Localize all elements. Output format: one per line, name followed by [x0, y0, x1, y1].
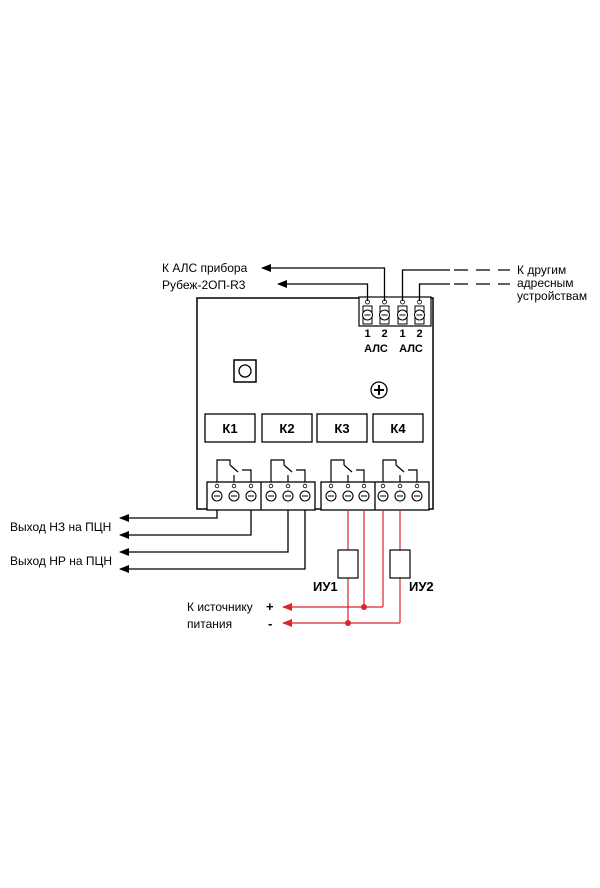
terminal-screw-icon — [394, 483, 406, 502]
terminal-screw-icon — [245, 483, 257, 502]
terminal-screw-icon — [265, 483, 277, 502]
als-in-label: АЛС — [364, 343, 388, 355]
terminal-screws — [211, 483, 423, 502]
als-wires-to-panel — [261, 264, 386, 301]
output-no-label: Выход НР на ПЦН — [10, 554, 112, 568]
power-label-line1: К источнику — [187, 600, 253, 614]
module-board — [196, 297, 434, 510]
terminal-screw-icon — [342, 483, 354, 502]
load-iu2 — [389, 549, 411, 579]
relay-k4: К4 — [372, 413, 424, 443]
terminal-screw-icon — [411, 483, 423, 502]
relay-k1: К1 — [204, 413, 256, 443]
load-iu1 — [337, 549, 359, 579]
terminal-screw-icon — [282, 483, 294, 502]
terminal-block-left — [206, 481, 316, 511]
relay-k2-label: К2 — [279, 421, 294, 436]
als-device-label-line1: К АЛС прибора — [162, 261, 248, 275]
als-pin-4-label: 2 — [416, 328, 422, 340]
terminal-screw-icon — [358, 483, 370, 502]
als-terminal-block — [358, 296, 432, 327]
load-iu1-label: ИУ1 — [313, 579, 338, 594]
output-nc-label: Выход НЗ на ПЦН — [10, 520, 111, 534]
screw-icon — [370, 381, 388, 399]
terminal-screw-icon — [211, 483, 223, 502]
als-terminal-1 — [362, 305, 373, 325]
relay-k1-label: К1 — [222, 421, 237, 436]
terminal-block-right — [320, 481, 430, 511]
relay-k2: К2 — [261, 413, 313, 443]
other-devices-label-line1: К другим — [517, 263, 566, 277]
power-label-line2: питания — [187, 617, 232, 631]
relay-k4-label: К4 — [390, 421, 406, 436]
other-devices-label-line3: устройствам — [517, 289, 587, 303]
relay-k3-contact-icon — [330, 459, 365, 482]
load-iu2-label: ИУ2 — [409, 579, 434, 594]
relay-k1-contact-icon — [216, 459, 252, 482]
terminal-screw-icon — [299, 483, 311, 502]
als-pin-2-label: 2 — [381, 328, 387, 340]
board-button-icon — [233, 359, 257, 383]
als-wires-to-other-devices — [401, 269, 510, 301]
als-terminal-4 — [414, 305, 425, 325]
als-pin-3-label: 1 — [399, 328, 405, 340]
relay-k3-label: К3 — [334, 421, 349, 436]
als-terminal-3 — [397, 305, 408, 325]
power-plus-label: + — [266, 599, 274, 614]
relay-k2-contact-icon — [270, 459, 306, 482]
output-wires — [119, 510, 306, 573]
als-pin-1-label: 1 — [364, 328, 370, 340]
terminal-screw-icon — [325, 483, 337, 502]
terminal-screw-icon — [377, 483, 389, 502]
als-device-label-line2: Рубеж-2ОП-R3 — [162, 278, 246, 292]
relay-k4-contact-icon — [382, 459, 418, 482]
power-wires — [282, 510, 401, 627]
other-devices-label-line2: адресным — [517, 276, 574, 290]
relay-contacts — [216, 459, 418, 482]
power-minus-label: - — [268, 616, 272, 631]
terminal-screw-icon — [228, 483, 240, 502]
als-out-label: АЛС — [399, 343, 423, 355]
relay-k3: К3 — [316, 413, 368, 443]
als-terminal-2 — [379, 305, 390, 325]
